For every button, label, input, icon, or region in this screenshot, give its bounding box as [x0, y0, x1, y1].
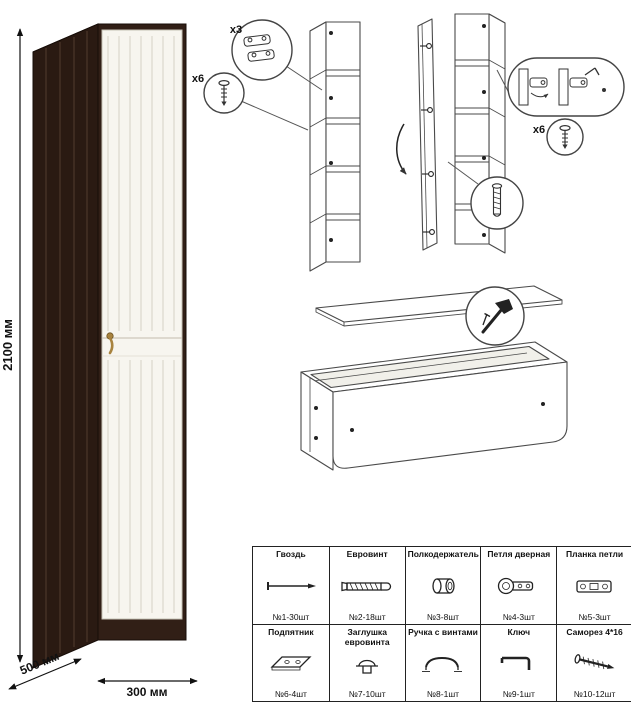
part-cell-euro-screw: Евровинт №2-18шт — [328, 547, 405, 624]
width-dimension-label: 300 мм — [126, 685, 167, 699]
door-grooves-upper — [107, 36, 175, 331]
part-count: №8-1шт — [426, 689, 460, 699]
screw-icon — [218, 79, 230, 106]
cam-marks-right — [482, 24, 486, 237]
handle-icon — [412, 638, 474, 689]
hinge-callout-drawing — [243, 34, 275, 62]
foot-pad-icon — [260, 638, 322, 689]
depth-dimension-line — [8, 658, 82, 690]
height-dimension-label: 2100 мм — [0, 319, 15, 371]
carcass-box — [300, 341, 568, 471]
euro-screws-inserted — [420, 43, 435, 235]
part-count: №2-18шт — [348, 612, 386, 622]
part-name: Гвоздь — [276, 549, 306, 559]
part-name: Ключ — [507, 627, 531, 637]
part-cell-self-tapping-screw: Саморез 4*16 №10-12шт — [556, 624, 631, 701]
hinge-callout: x3 — [230, 19, 323, 91]
join-arrow — [396, 123, 407, 175]
part-name: Полкодержатель — [407, 549, 479, 559]
back-panel-sheet — [315, 285, 563, 327]
self-tapping-screw-icon — [564, 638, 626, 689]
part-name: Саморез 4*16 — [566, 627, 623, 637]
part-count: №1-30шт — [272, 612, 310, 622]
wardrobe-door — [101, 29, 183, 620]
screw-cap-icon — [336, 648, 398, 689]
nail-icon — [260, 560, 322, 612]
part-count: №6-4шт — [274, 689, 307, 699]
shelf-frame-left — [309, 21, 361, 272]
hinge-plate-icon — [564, 560, 626, 612]
part-name: Петля дверная — [487, 549, 551, 559]
wood-grain-lines — [45, 31, 88, 659]
side-panel-middle — [417, 18, 438, 251]
wardrobe-illustration — [32, 23, 187, 669]
hinge-mount-drawing — [518, 67, 606, 106]
part-count: №10-12шт — [573, 689, 616, 699]
part-name: Подпятник — [268, 627, 314, 637]
euro-screw-drawing — [491, 183, 503, 217]
part-count: №3-8шт — [426, 612, 460, 622]
part-cell-screw-cap: Заглушка евровинта №7-10шт — [328, 624, 405, 701]
door-handle — [106, 332, 114, 355]
callouts: x3 x6 — [192, 19, 625, 230]
screw-qty-right-label: x6 — [533, 124, 545, 136]
screw-callout-left: x6 — [192, 72, 309, 131]
shelf-pin-icon — [412, 560, 474, 612]
screw-qty-left-label: x6 — [192, 73, 204, 85]
step2-back-panel-assembly — [300, 285, 568, 471]
part-cell-door-hinge: Петля дверная №4-3шт — [480, 547, 556, 624]
hex-key-icon — [488, 638, 550, 689]
part-cell-hinge-plate: Планка петли №5-3шт — [556, 547, 631, 624]
cam-marks-left — [329, 31, 333, 242]
part-cell-nail: Гвоздь №1-30шт — [253, 547, 329, 624]
part-name: Ручка с винтами — [408, 627, 478, 637]
hinge-mount-callout — [496, 57, 625, 117]
hammer-callout — [465, 286, 525, 346]
screw-callout-right: x6 — [533, 118, 584, 156]
hammer-icon — [481, 299, 513, 334]
part-name: Евровинт — [346, 549, 388, 559]
wardrobe-side-face — [32, 23, 99, 669]
part-name: Заглушка евровинта — [344, 627, 390, 647]
part-cell-handle: Ручка с винтами №8-1шт — [404, 624, 481, 701]
part-count: №5-3шт — [578, 612, 611, 622]
door-grooves-lower — [107, 360, 175, 613]
screw-icon-right — [559, 124, 571, 149]
part-count: №9-1шт — [502, 689, 535, 699]
hinge-qty-label: x3 — [230, 24, 242, 36]
part-count: №4-3шт — [502, 612, 535, 622]
part-cell-hex-key: Ключ №9-1шт — [480, 624, 557, 701]
parts-table: Гвоздь №1-30шт Евровинт №2-18шт Полкодер… — [252, 546, 631, 702]
euro-screw-icon — [336, 560, 398, 612]
part-name: Планка петли — [566, 549, 624, 559]
euro-screw-callout — [447, 161, 524, 230]
step1-panels-assembly — [309, 13, 506, 272]
part-count: №7-10шт — [348, 689, 386, 699]
part-cell-foot-pad: Подпятник №6-4шт — [253, 624, 329, 701]
part-cell-shelf-pin: Полкодержатель №3-8шт — [404, 547, 481, 624]
door-hinge-icon — [488, 560, 550, 612]
